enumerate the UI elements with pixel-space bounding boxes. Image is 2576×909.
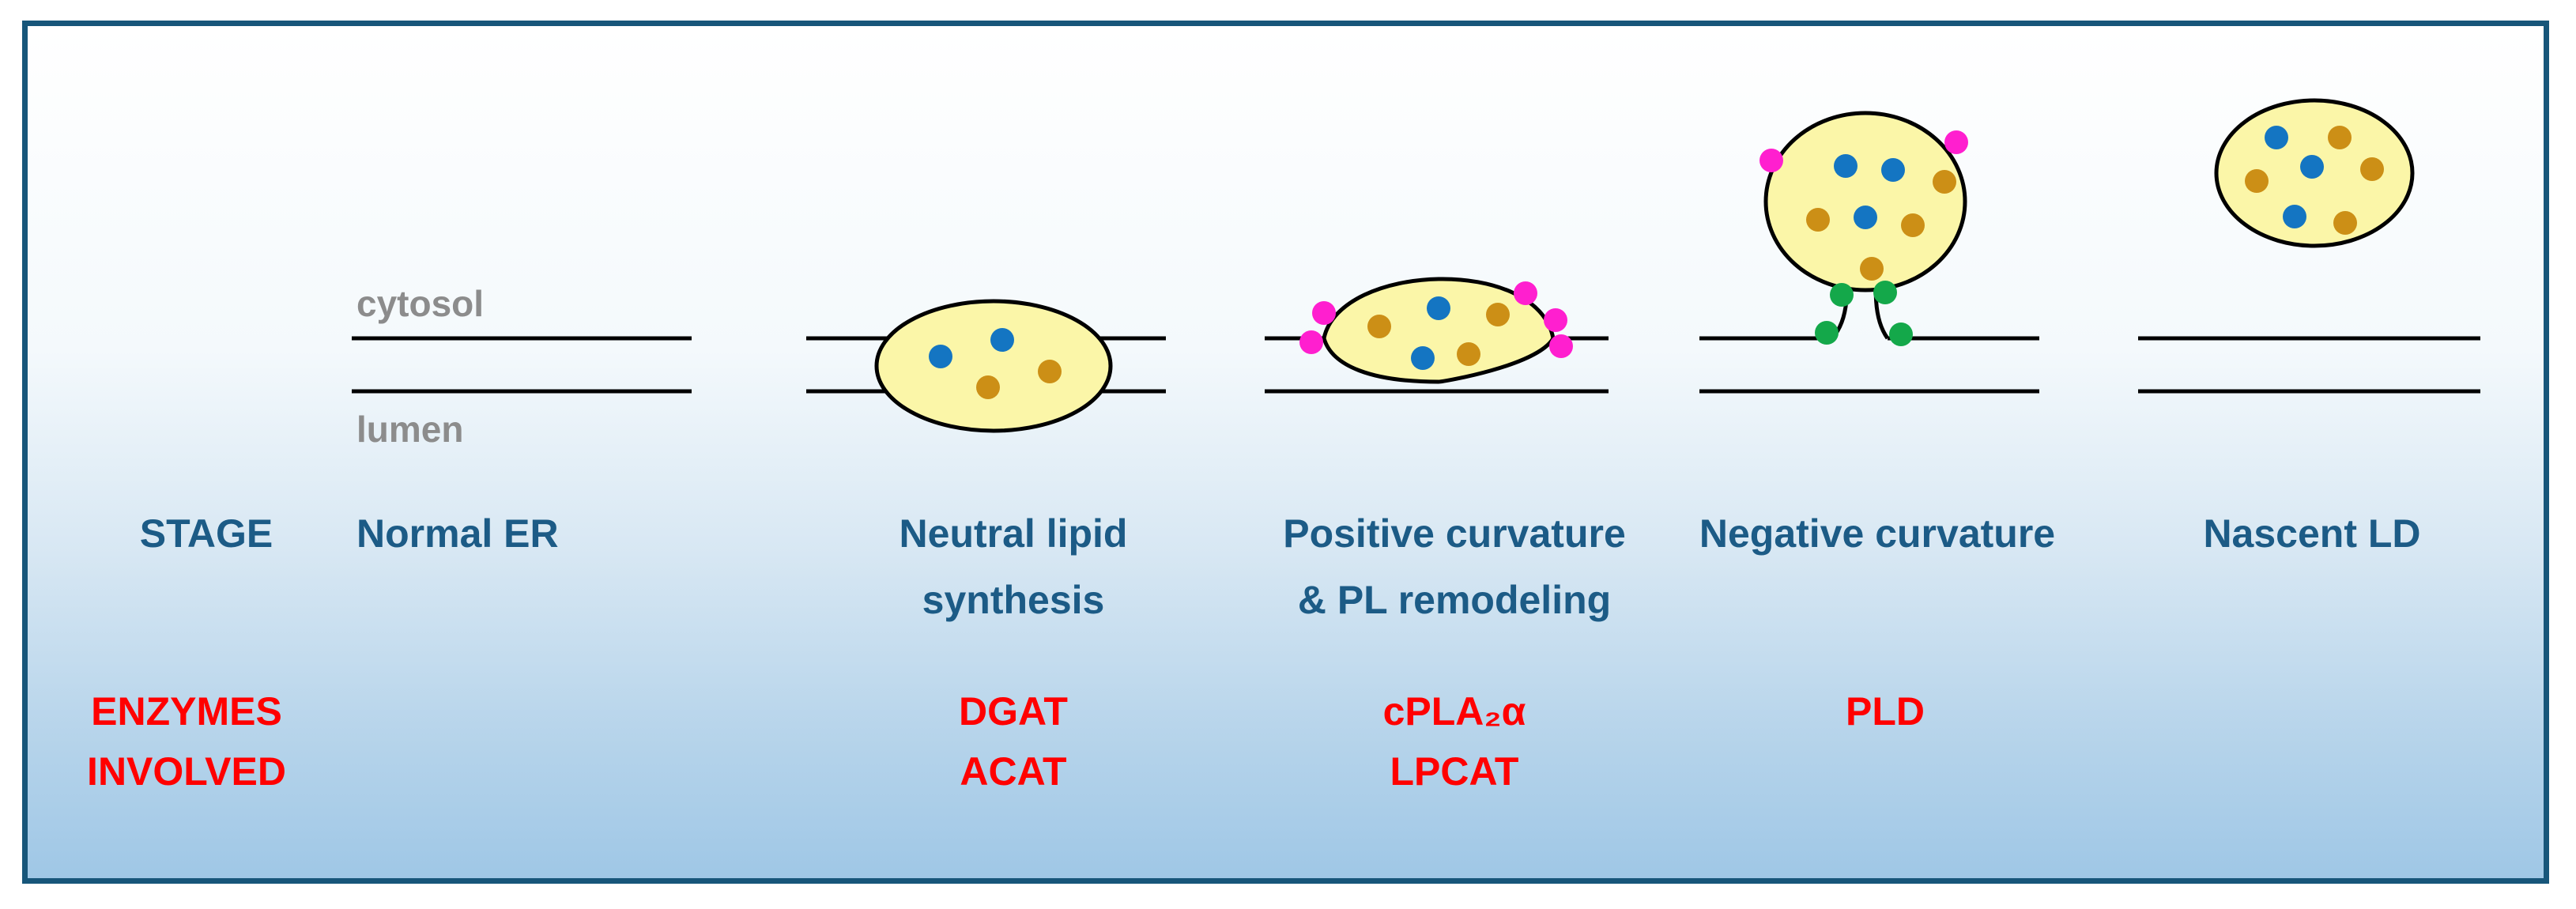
enzymes-neutral-lipid: DGAT ACAT [855, 681, 1171, 802]
stage-nascent-ld-membrane [2138, 98, 2480, 394]
stage-label-positive-curvature: Positive curvature & PL remodeling [1249, 500, 1660, 633]
green-dot [1815, 321, 1839, 345]
magenta-dot [1299, 330, 1323, 354]
stage-label-line2: synthesis [922, 578, 1105, 622]
blue-lipid-dot [1427, 296, 1450, 320]
gold-lipid-dot [1806, 208, 1830, 232]
stage-label-line1: Nascent LD [2203, 511, 2421, 556]
gold-lipid-dot [1486, 303, 1510, 326]
gold-lipid-dot [976, 375, 1000, 399]
budding-droplet [1763, 111, 1967, 292]
stage-normal-er-membrane [352, 336, 692, 394]
green-dot [1873, 281, 1897, 304]
diagram-frame: cytosol lumen STAGE ENZYMES INVOLVED Nor… [22, 21, 2549, 884]
lumen-label: lumen [356, 409, 464, 450]
lipid-lens [874, 299, 1113, 433]
stage-positive-curvature-membrane [1265, 277, 1609, 394]
blue-lipid-dot [1881, 158, 1905, 182]
stage-label-nascent-ld: Nascent LD [2138, 500, 2486, 567]
enzyme-label: cPLA₂α [1382, 689, 1526, 734]
stage-label-line1: Normal ER [356, 511, 559, 556]
stage-label-neutral-lipid: Neutral lipid synthesis [855, 500, 1171, 633]
stage-row-label: STAGE [139, 511, 273, 556]
cytosol-label: cytosol [356, 283, 485, 324]
stage-label-normal-er: Normal ER [356, 500, 559, 567]
stage-label-line1: Negative curvature [1699, 511, 2056, 556]
enzymes-positive-curvature: cPLA₂α LPCAT [1249, 681, 1660, 802]
blue-lipid-dot [1411, 346, 1435, 370]
enzymes-label-line2: INVOLVED [87, 749, 286, 794]
blue-lipid-dot [929, 345, 952, 368]
blue-lipid-dot [990, 328, 1014, 352]
magenta-dot [1312, 301, 1336, 325]
gold-lipid-dot [2360, 157, 2384, 181]
stage-neutral-lipid-membrane [806, 299, 1166, 433]
magenta-dot [1544, 308, 1567, 332]
gold-lipid-dot [1860, 257, 1884, 281]
blue-lipid-dot [2300, 155, 2324, 179]
enzymes-label-line1: ENZYMES [91, 689, 282, 734]
gold-lipid-dot [2333, 211, 2357, 235]
enzyme-label: LPCAT [1390, 749, 1519, 794]
gold-lipid-dot [2245, 169, 2269, 193]
blue-lipid-dot [2265, 126, 2288, 149]
magenta-dot [1549, 334, 1573, 358]
gold-lipid-dot [1933, 170, 1956, 194]
blue-lipid-dot [2283, 205, 2306, 228]
gold-lipid-dot [1367, 315, 1391, 338]
enzyme-label: PLD [1846, 689, 1925, 734]
magenta-dot [1944, 130, 1968, 154]
stage-label-line1: Neutral lipid [899, 511, 1128, 556]
gold-lipid-dot [2328, 126, 2352, 149]
gold-lipid-dot [1901, 213, 1925, 237]
gold-lipid-dot [1457, 342, 1480, 366]
gold-lipid-dot [1038, 360, 1062, 383]
enzyme-label: ACAT [960, 749, 1067, 794]
magenta-dot [1759, 149, 1783, 172]
stage-negative-curvature-membrane [1699, 111, 2039, 394]
blue-lipid-dot [1854, 206, 1877, 229]
green-dot [1830, 283, 1854, 307]
enzymes-row-label: ENZYMES INVOLVED [48, 681, 325, 802]
enzyme-label: DGAT [959, 689, 1068, 734]
lipid-droplet-formation-diagram [352, 98, 2480, 433]
stage-label-line1: Positive curvature [1283, 511, 1626, 556]
enzymes-negative-curvature: PLD [1680, 681, 2091, 741]
stage-label-negative-curvature: Negative curvature [1672, 500, 2083, 567]
stage-label-line2: & PL remodeling [1297, 578, 1612, 622]
green-dot [1889, 322, 1913, 346]
magenta-dot [1514, 281, 1537, 305]
blue-lipid-dot [1834, 154, 1858, 178]
